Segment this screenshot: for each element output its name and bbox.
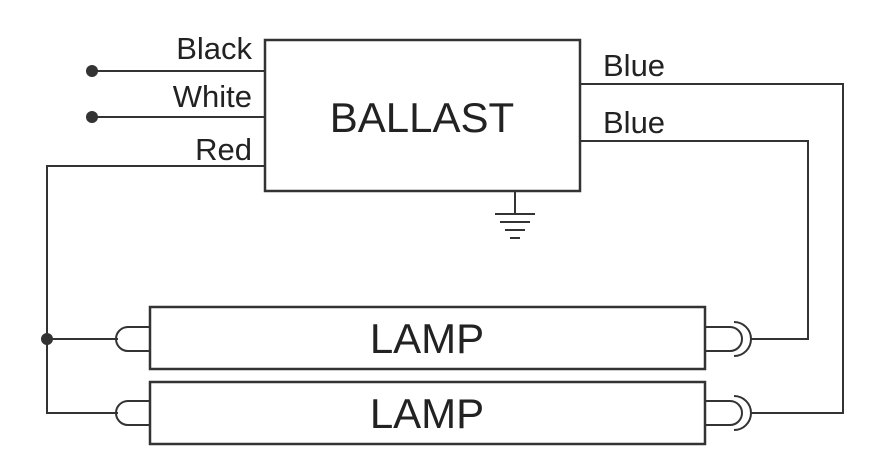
- lamp-1-left-pin-icon: [100, 326, 150, 352]
- lamp-2-left-pin-icon: [100, 400, 150, 426]
- lamp-1-tube: [148, 305, 707, 371]
- blue-wire-outer: [580, 83, 844, 414]
- lamp-2-right-pin-icon: [705, 395, 772, 431]
- lamp-1-label: LAMP: [370, 315, 484, 362]
- lamp-2: LAMP: [100, 380, 772, 446]
- junction-dot-icon: [41, 333, 53, 345]
- lamp-2-tube: [148, 380, 707, 446]
- lamp-1-right-pin-icon: [705, 321, 772, 357]
- red-wire: [46, 165, 265, 414]
- blue-wire-label-bottom: Blue: [603, 105, 665, 140]
- black-terminal-dot-icon: [86, 65, 98, 77]
- ground-icon: [495, 191, 535, 239]
- white-wire-label: White: [173, 79, 252, 114]
- blue-wire-label-top: Blue: [603, 48, 665, 83]
- black-wire-label: Black: [176, 31, 252, 66]
- red-wire-label: Red: [195, 132, 252, 167]
- ballast-label: BALLAST: [330, 94, 514, 141]
- lamp-1: LAMP: [100, 305, 772, 371]
- ballast-box: [263, 38, 582, 193]
- white-terminal-dot-icon: [86, 111, 98, 123]
- lamp-2-label: LAMP: [370, 390, 484, 437]
- blue-wire-inner: [580, 140, 809, 340]
